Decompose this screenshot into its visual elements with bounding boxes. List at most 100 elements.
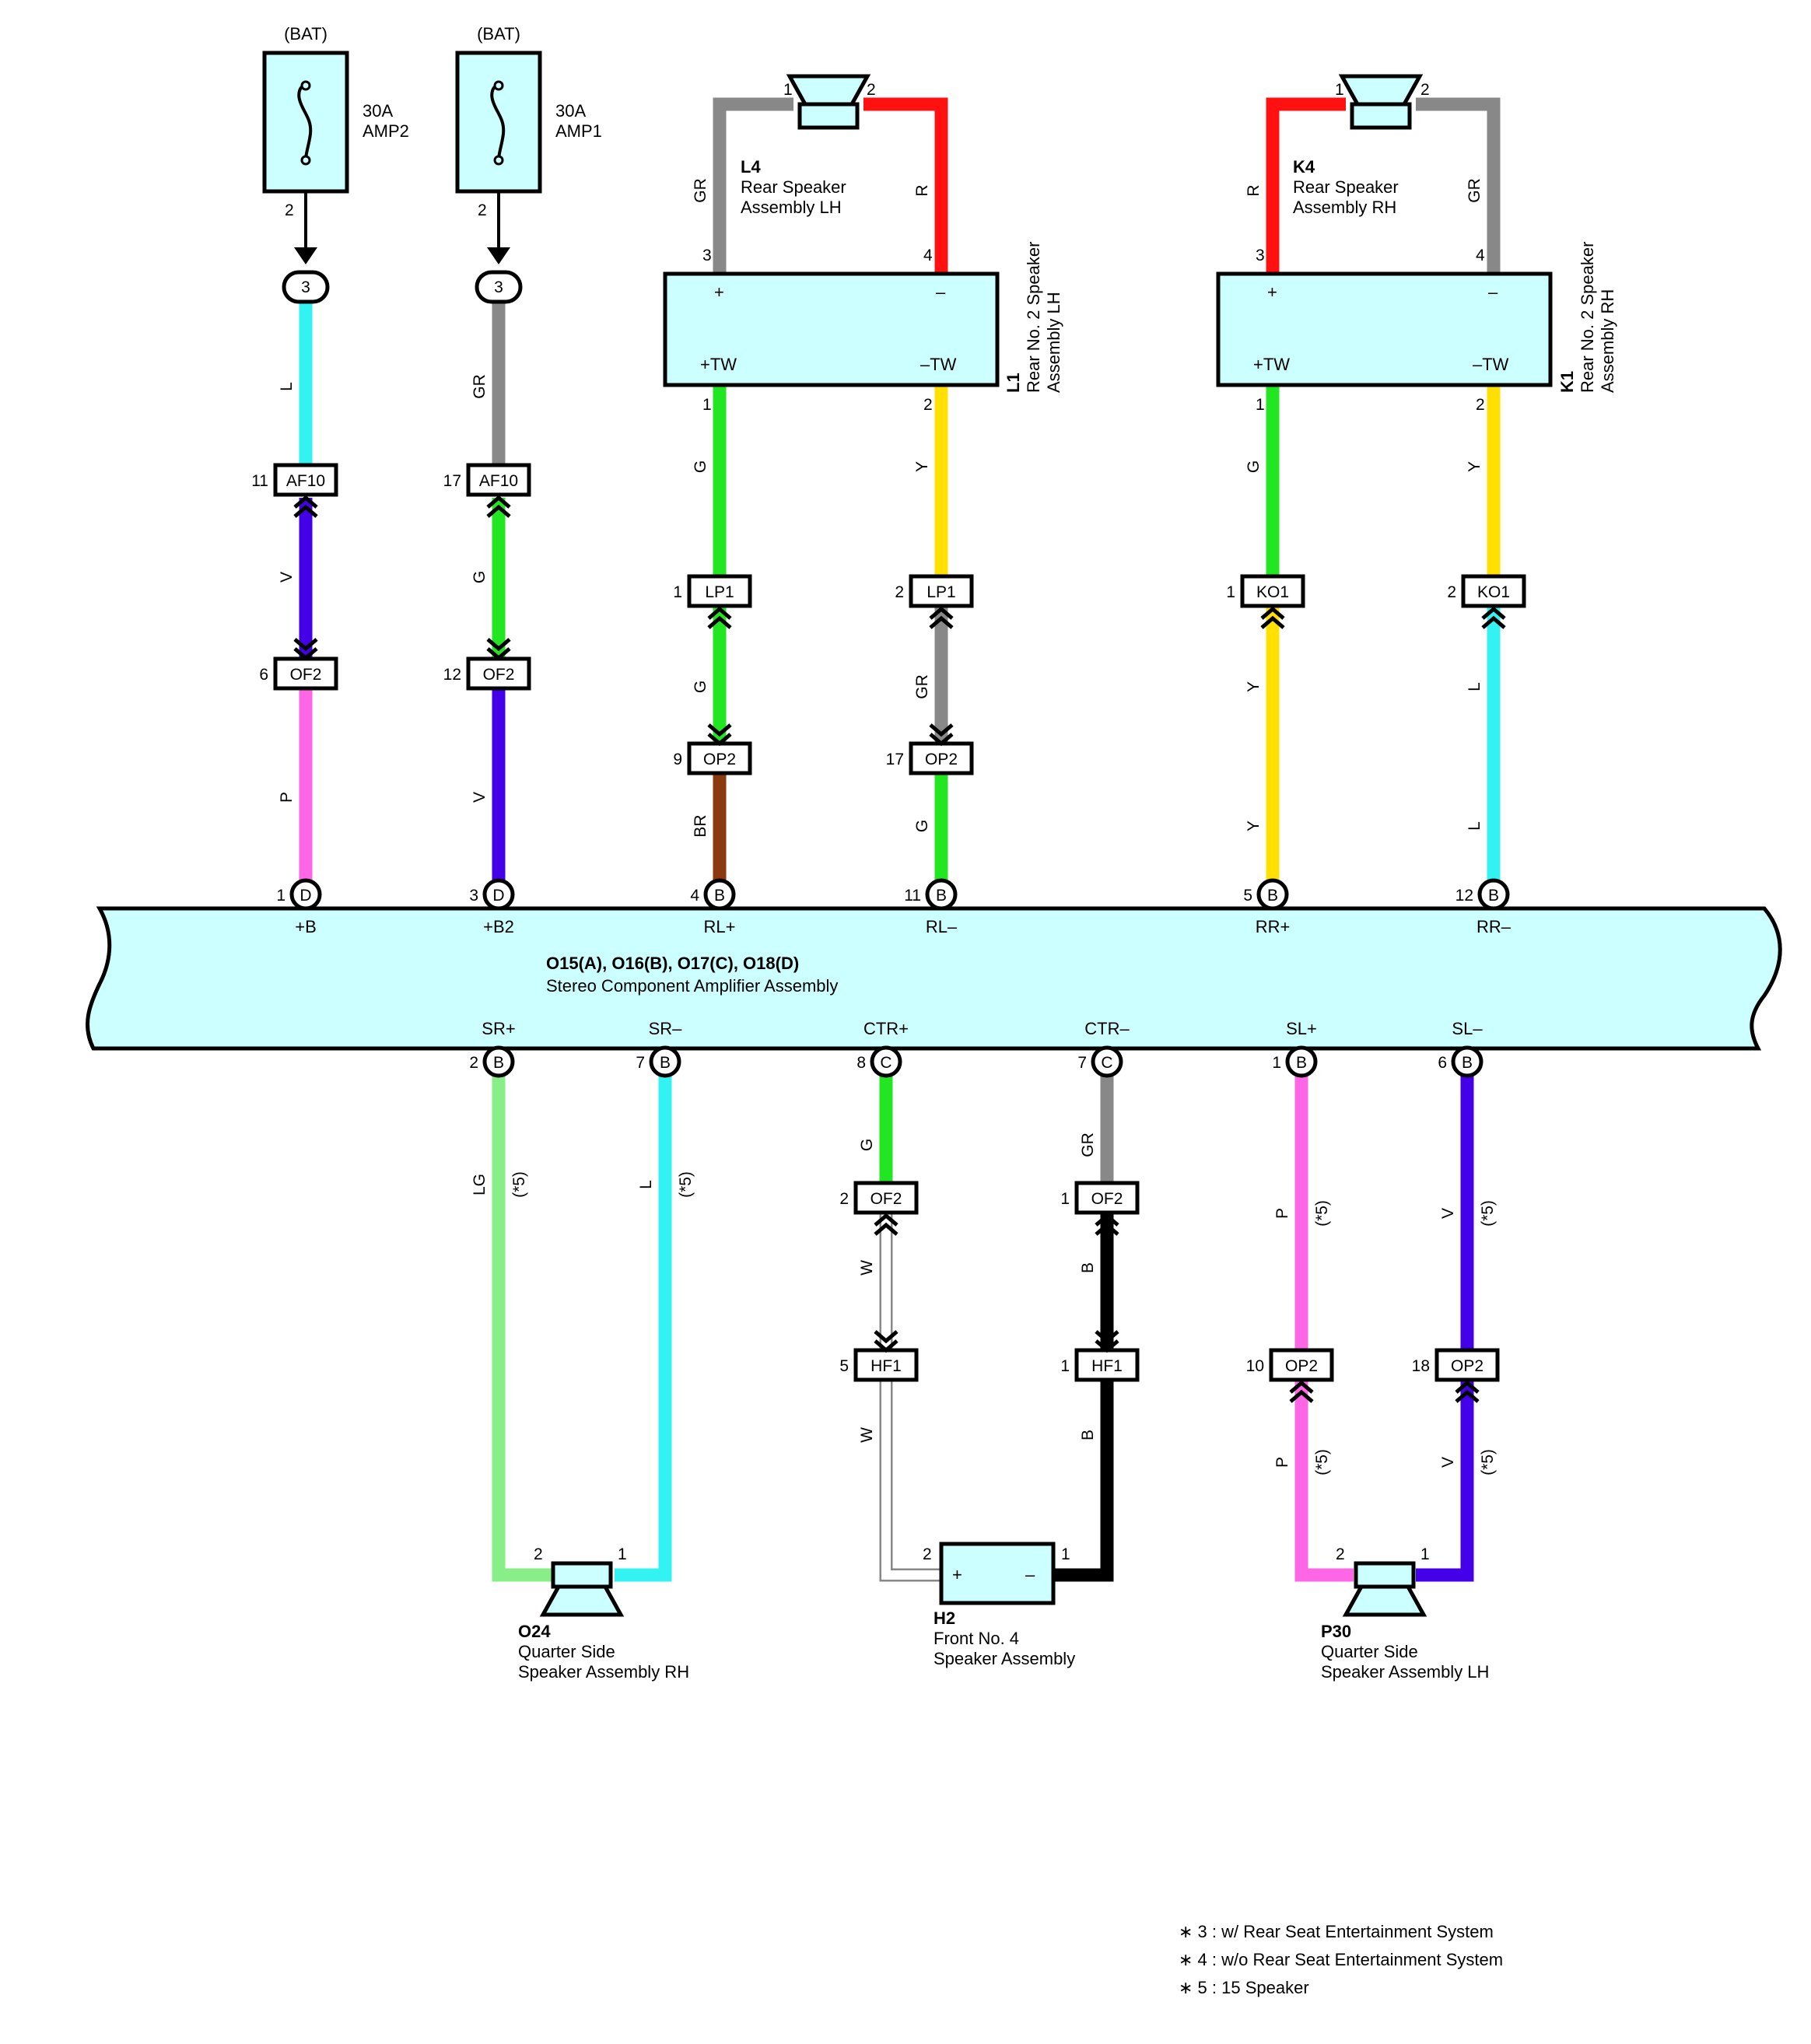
wire-color-code: GR — [1079, 1132, 1097, 1157]
amp-pin-label: SL+ — [1286, 1019, 1317, 1038]
connector-name: HF1 — [1091, 1357, 1123, 1375]
wire-color-code: G — [692, 681, 709, 693]
connector-pin: 17 — [443, 472, 461, 490]
chevron-icon — [486, 638, 511, 652]
wire-color-code: B — [1079, 1262, 1097, 1273]
connector-pin: 17 — [886, 751, 904, 768]
wire-color-code: W — [858, 1260, 876, 1276]
chevron-icon — [1095, 1222, 1119, 1236]
wire-color-code: GR — [692, 178, 709, 203]
wire-color-code: V — [471, 792, 489, 803]
p30-name-2: Speaker Assembly LH — [1321, 1662, 1489, 1682]
wire-c6-gr-top — [1416, 97, 1501, 274]
chevron-icon — [874, 1339, 898, 1353]
chevron-icon — [1095, 1213, 1119, 1227]
connector-pin: 2 — [895, 583, 904, 601]
note-5-label: (*5) — [1313, 1449, 1331, 1475]
o24-pin-2: 2 — [534, 1545, 543, 1563]
wire-color-code: L — [1466, 821, 1483, 831]
chevron-icon — [707, 615, 732, 629]
l1-minus: – — [936, 282, 946, 302]
wire-color-code: LG — [471, 1174, 489, 1195]
k1-pin-3: 3 — [1256, 247, 1265, 264]
chevron-icon — [1095, 1339, 1119, 1353]
h2-name-2: Speaker Assembly — [934, 1649, 1075, 1668]
p30-pin-1: 1 — [1420, 1545, 1430, 1563]
amp-pin-conn: B — [1267, 887, 1278, 905]
fuse-amp1-jpin: 3 — [494, 278, 503, 296]
wire-color-code: L — [278, 382, 296, 391]
amp-pin-label: RL– — [926, 917, 958, 936]
connector-pin: 12 — [443, 666, 461, 684]
wire-color-code: GR — [1079, 1132, 1097, 1157]
wire-color-code: V — [1439, 1457, 1457, 1468]
amp-pin-number: 1 — [276, 887, 285, 905]
amplifier-code: O15(A), O16(B), O17(C), O18(D) — [546, 954, 799, 973]
l4-pin-2: 2 — [867, 81, 876, 99]
p30-pin-2: 2 — [1336, 1545, 1345, 1563]
amp-pin-conn: B — [1462, 1054, 1473, 1072]
k4-name-2: Assembly RH — [1293, 198, 1396, 217]
k1-code: K1 — [1557, 371, 1577, 393]
wire-color-code: P — [1273, 1208, 1291, 1219]
wire-c3-gr-top — [713, 97, 793, 274]
component-l1: 3 4 + – +TW –TW 1 2 L1 Rear No. 2 Speake… — [663, 242, 1063, 414]
k1-pin-4: 4 — [1476, 247, 1485, 264]
wire-color-code: B — [1079, 1430, 1097, 1440]
connector-pin: 1 — [1226, 583, 1235, 601]
wire-color-code: G — [471, 571, 489, 583]
wire-color-code: L — [1466, 682, 1483, 691]
amplifier-assembly: O15(A), O16(B), O17(C), O18(D) Stereo Co… — [86, 906, 1782, 1051]
amp-pin-number: 4 — [690, 887, 699, 905]
p30-name-1: Quarter Side — [1321, 1642, 1418, 1661]
amp-pin-label: RR– — [1476, 917, 1512, 936]
amp-pin-number: 8 — [856, 1054, 866, 1072]
fuse-amp2-pin: 2 — [285, 201, 294, 219]
l1-tw-plus: +TW — [700, 355, 737, 374]
wire-color-code: R — [913, 184, 931, 196]
amp-pin-label: +B2 — [483, 917, 514, 936]
fuse-amp1-rating: 30A — [555, 101, 586, 121]
amp-pin-label: SR– — [649, 1019, 683, 1038]
chevron-icon — [486, 495, 511, 509]
chevron-icon — [1481, 606, 1506, 620]
connector-name: HF1 — [870, 1357, 902, 1375]
note-5-label: (*5) — [1479, 1200, 1497, 1227]
k1-minus: – — [1488, 282, 1498, 302]
chevron-icon — [293, 647, 318, 661]
chevron-icon — [929, 733, 954, 747]
amp-pin-number: 1 — [1272, 1054, 1281, 1072]
wire-color-code: GR — [913, 674, 931, 699]
fuse-icon — [297, 84, 313, 161]
connector-name: KO1 — [1477, 583, 1510, 601]
connector-pin: 9 — [673, 751, 682, 768]
chevron-icon — [293, 504, 318, 518]
amp-pin-label: +B — [295, 917, 317, 936]
l4-pin-1: 1 — [783, 81, 793, 99]
speaker-k4: 1 2 K4 Rear Speaker Assembly RH — [1293, 76, 1430, 217]
wire-color-code: G — [1245, 460, 1263, 473]
chevron-icon — [874, 1330, 898, 1344]
chevron-icon — [707, 723, 732, 737]
fuse-amp1-pin: 2 — [478, 201, 487, 219]
amp-pin-number: 3 — [469, 887, 478, 905]
wire-b6-v2 — [1416, 1381, 1474, 1582]
speaker-icon — [790, 76, 867, 128]
l1-pin-2: 2 — [923, 396, 933, 414]
wire-color-code: G — [913, 820, 931, 832]
k1-tw-plus: +TW — [1253, 355, 1290, 374]
amp-pin-number: 7 — [636, 1054, 645, 1072]
o24-code: O24 — [518, 1622, 551, 1641]
